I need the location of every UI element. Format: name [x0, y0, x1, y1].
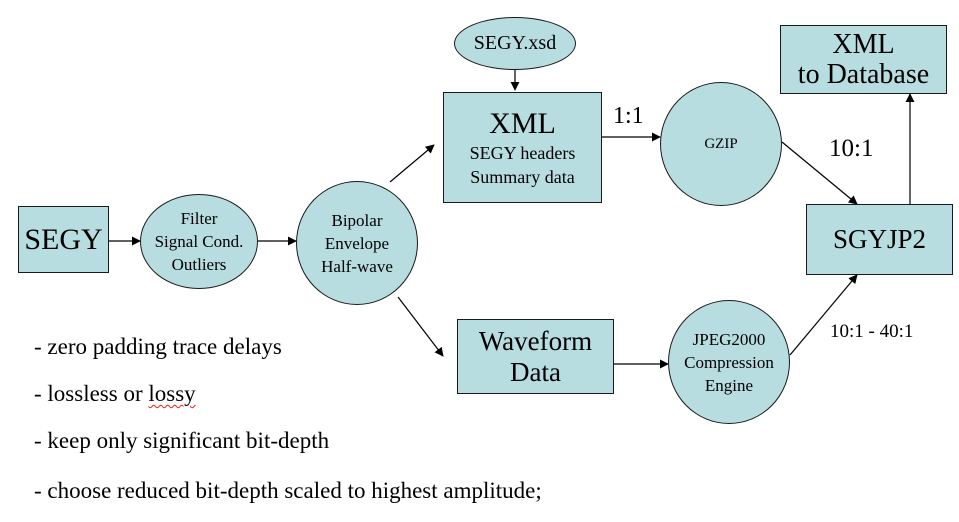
xml-to-database-box: XML to Database [780, 25, 947, 94]
ratio-gzip-sgyjp2: 10:1 [829, 135, 874, 162]
ratio-xml-gzip: 1:1 [613, 103, 644, 129]
xml-db-line-1: XML [832, 28, 895, 60]
arrow-gzip-to-sgyjp2 [781, 141, 858, 205]
segy-label: SEGY [24, 222, 103, 256]
bipolar-ellipse: Bipolar Envelope Half-wave [296, 181, 418, 305]
sgyjp2-label: SGYJP2 [832, 224, 927, 254]
bipolar-line-1: Bipolar [331, 210, 383, 230]
xml-line-2: Summary data [470, 166, 575, 187]
note-text: - choose reduced bit-depth scaled to hig… [34, 478, 542, 503]
note-item: - zero padding trace delays [34, 334, 282, 360]
sgyjp2-box: SGYJP2 [806, 204, 953, 275]
waveform-line-2: Data [510, 356, 561, 387]
note-text: - lossless or [34, 381, 149, 406]
bipolar-line-3: Half-wave [321, 256, 393, 276]
note-text: - keep only significant bit-depth [34, 428, 330, 453]
filter-line-2: Signal Cond. [154, 232, 244, 251]
filter-line-1: Filter [180, 209, 218, 228]
note-text: - zero padding trace delays [34, 334, 282, 359]
segy-box: SEGY [18, 206, 109, 273]
jpeg2000-line-2: Compression [684, 352, 774, 372]
bipolar-line-2: Envelope [324, 233, 390, 253]
xml-box: XML SEGY headers Summary data [443, 92, 602, 203]
xml-db-line-2: to Database [797, 58, 930, 90]
note-item: - lossless or lossy [34, 381, 196, 407]
filter-ellipse: Filter Signal Cond. Outliers [140, 194, 258, 289]
segy-xsd-ellipse: SEGY.xsd [454, 17, 576, 70]
arrow-bipolar-to-xml [389, 144, 435, 183]
note-item: - choose reduced bit-depth scaled to hig… [34, 478, 542, 504]
xml-line-1: SEGY headers [469, 142, 576, 163]
filter-line-3: Outliers [171, 255, 227, 274]
gzip-label: GZIP [704, 135, 738, 152]
gzip-circle: GZIP [660, 82, 782, 206]
note-item: - keep only significant bit-depth [34, 428, 329, 454]
jpeg2000-line-3: Engine [704, 375, 754, 395]
jpeg2000-line-1: JPEG2000 [692, 329, 766, 349]
ratio-jpeg-sgyjp2: 10:1 - 40:1 [830, 321, 914, 342]
segy-xsd-label: SEGY.xsd [473, 32, 557, 54]
waveform-data-box: Waveform Data [457, 319, 614, 394]
xml-title: XML [489, 106, 556, 140]
waveform-line-1: Waveform [478, 325, 593, 356]
jpeg2000-circle: JPEG2000 Compression Engine [668, 300, 790, 424]
note-flagged-word: lossy [148, 381, 196, 406]
arrow-bipolar-to-waveform [397, 296, 444, 357]
arrow-jpeg-to-sgyjp2 [789, 274, 858, 356]
